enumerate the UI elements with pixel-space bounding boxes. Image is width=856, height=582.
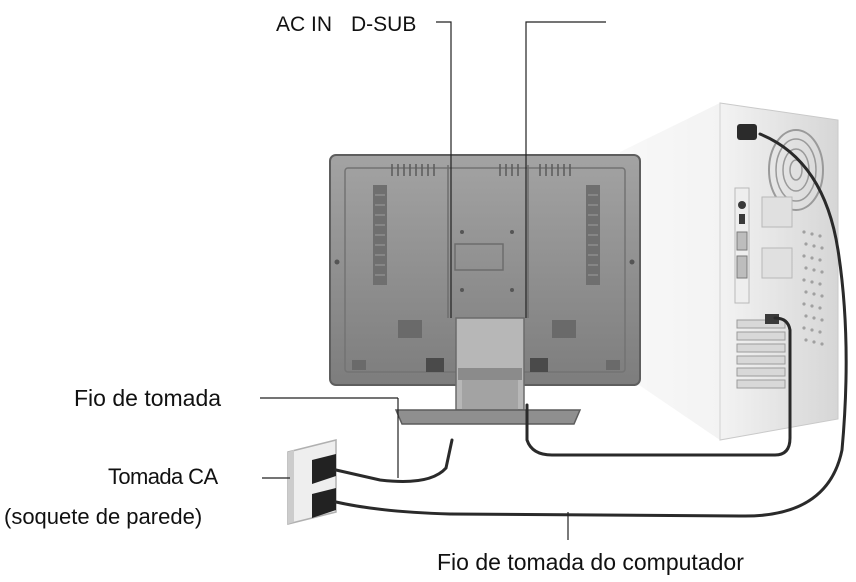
vent-grille xyxy=(802,230,824,346)
cables xyxy=(334,132,848,518)
ac-outlet-label: Tomada CA xyxy=(108,464,218,489)
vga-connector-icon xyxy=(765,314,779,324)
d-sub-leader xyxy=(525,21,606,318)
power-inlet-icon xyxy=(737,124,757,140)
d-sub-label: D-SUB xyxy=(351,13,417,36)
pc-tower-icon xyxy=(620,102,839,441)
ac-in-leader xyxy=(436,21,452,318)
power-plug-icon xyxy=(312,454,336,484)
d-sub-cable xyxy=(525,316,792,457)
leader-lines xyxy=(260,21,606,540)
monitor-power-cable xyxy=(334,438,454,483)
wall-socket-label: (soquete de parede) xyxy=(4,504,203,529)
wall-outlet-icon xyxy=(287,439,337,525)
expansion-slots xyxy=(736,319,786,389)
ac-in-label: AC IN xyxy=(276,13,333,36)
power-plug-icon xyxy=(312,488,336,518)
lcd-monitor-back-icon xyxy=(329,154,641,425)
power-cord-label: Fio de tomada xyxy=(74,385,222,411)
computer-cord-label: Fio de tomada do computador xyxy=(437,549,744,575)
computer-power-cable xyxy=(334,132,848,518)
